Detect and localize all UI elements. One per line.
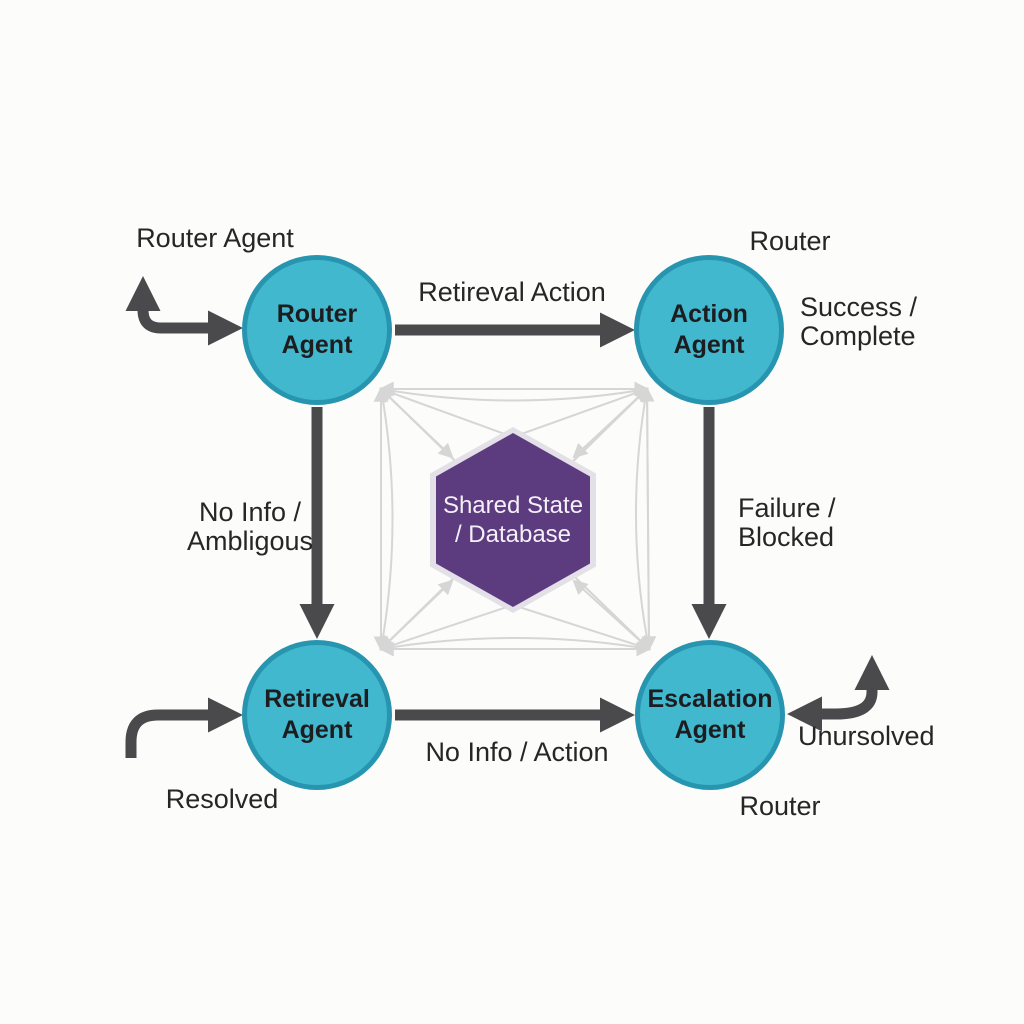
label-success-complete: Success / Complete (800, 293, 917, 351)
label-no-info-line2: Ambligous (186, 526, 314, 556)
label-failure-blocked: Failure / Blocked (738, 494, 836, 552)
shared-state-web (373, 381, 657, 657)
label-action-router: Router (749, 226, 831, 256)
node-action-agent: Action Agent (634, 255, 784, 405)
node-retrieval-agent: Retireval Agent (242, 640, 392, 790)
hub-label-line1: Shared State (442, 492, 584, 519)
hub-label-line2: / Database (454, 521, 572, 548)
node-escalation-agent-label-line2: Agent (674, 716, 746, 744)
node-action-agent-label-line1: Action (670, 300, 748, 328)
label-router-agent-external: Router Agent (136, 223, 294, 253)
node-retrieval-agent-label-line1: Retireval (264, 685, 370, 713)
label-success-line2: Complete (800, 321, 916, 351)
label-unresolved: Unursolved (798, 721, 935, 751)
arrow-into-retrieval (125, 697, 243, 758)
node-router-agent-label-line2: Agent (281, 331, 353, 359)
hub-shared-state: Shared State / Database (430, 427, 596, 613)
node-router-agent-label-line1: Router (276, 300, 358, 328)
node-router-agent: Router Agent (242, 255, 392, 405)
label-escalation-router: Router (739, 791, 821, 821)
label-no-info-ambiguous: No Info / Ambligous (150, 498, 350, 556)
arrow-escalation-loop (787, 655, 890, 732)
hub-shared-state-body: Shared State / Database (436, 433, 590, 607)
node-escalation-agent: Escalation Agent (635, 640, 785, 790)
node-action-agent-label-line2: Agent (673, 331, 745, 359)
label-no-info-action: No Info / Action (425, 737, 609, 767)
label-failure-line2: Blocked (738, 522, 835, 552)
node-retrieval-agent-label-line2: Agent (281, 716, 353, 744)
flow-arrows (125, 276, 890, 758)
label-no-info-line1: No Info / (198, 497, 302, 527)
node-escalation-agent-label-line1: Escalation (647, 685, 773, 713)
label-resolved: Resolved (165, 784, 279, 814)
label-retrieval-action: Retireval Action (418, 277, 606, 307)
label-success-line1: Success / (800, 292, 918, 322)
arrow-router-loop (125, 276, 243, 346)
label-failure-line1: Failure / (738, 493, 836, 523)
